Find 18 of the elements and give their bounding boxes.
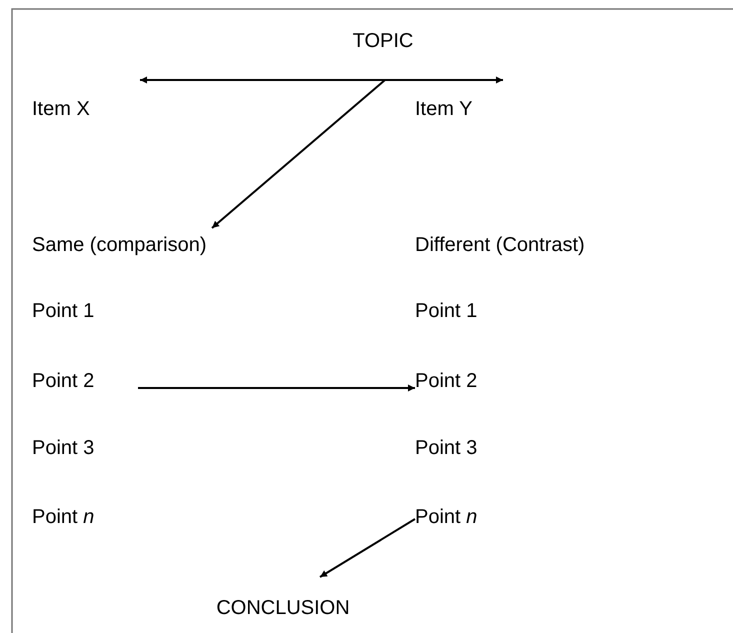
- node-label: TOPIC: [352, 29, 414, 54]
- arrow: [319, 518, 416, 578]
- node-label: CONCLUSION: [216, 596, 350, 621]
- node-label: Point n: [32, 505, 94, 530]
- node-label: Point 2: [415, 369, 478, 394]
- node-label: Item X: [32, 97, 90, 122]
- node-label: Point 1: [32, 299, 94, 324]
- node-label: Item Y: [415, 97, 472, 122]
- node-label: Different (Contrast): [415, 233, 585, 258]
- node-label: Point n: [415, 505, 478, 530]
- node-label: Point 2: [32, 369, 94, 394]
- double-arrow: [140, 76, 503, 84]
- node-label: Point 3: [415, 436, 478, 461]
- arrow: [138, 384, 415, 392]
- arrow: [211, 79, 386, 229]
- node-label: Point 1: [415, 299, 478, 324]
- node-label: Point 3: [32, 436, 94, 461]
- node-label: Same (comparison): [32, 233, 207, 258]
